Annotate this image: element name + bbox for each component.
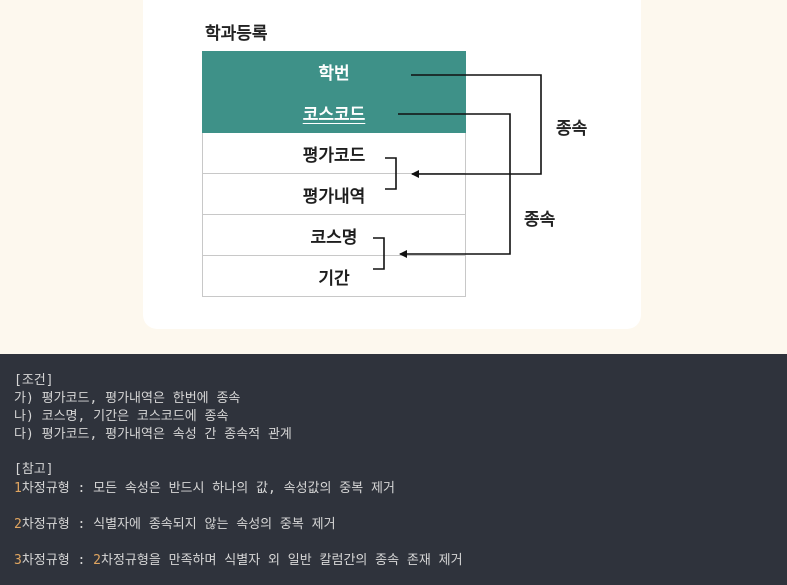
row-period: 기간 (202, 256, 466, 297)
dependency-arrows (373, 74, 542, 270)
row-label: 코스코드 (302, 104, 366, 125)
dependency-label-1: 종속 (556, 119, 588, 139)
reference-text: 차정규형 : (21, 553, 94, 568)
reference-number: 3 (14, 553, 22, 568)
reference-text: 차정규형 : 모든 속성은 반드시 하나의 값, 속성값의 중복 제거 (21, 481, 395, 496)
row-eval-code: 평가코드 (202, 133, 466, 174)
reference-text: 차정규형 : 식별자에 종속되지 않는 속성의 중복 제거 (21, 517, 336, 532)
condition-item: 다) 평가코드, 평가내역은 속성 간 종속적 관계 (14, 427, 292, 442)
reference-item: 1차정규형 : 모든 속성은 반드시 하나의 값, 속성값의 중복 제거 (14, 480, 395, 497)
row-course-code: 코스코드 (202, 92, 466, 133)
reference-number-inline: 2 (93, 553, 101, 568)
row-label: 기간 (318, 268, 350, 289)
reference-header: [참고] (14, 462, 54, 477)
reference-text-continued: 차정규형을 만족하며 식별자 외 일반 칼럼간의 종속 존재 제거 (100, 553, 463, 568)
row-label: 평가내역 (302, 186, 366, 207)
reference-item: 2차정규형 : 식별자에 종속되지 않는 속성의 중복 제거 (14, 516, 336, 533)
condition-item: 가) 평가코드, 평가내역은 한번에 종속 (14, 391, 241, 406)
condition-item: 나) 코스명, 기간은 코스코드에 종속 (14, 409, 229, 424)
row-course-name: 코스명 (202, 215, 466, 256)
reference-item: 3차정규형 : 2차정규형을 만족하며 식별자 외 일반 칼럼간의 종속 존재 … (14, 552, 463, 569)
bracket-eval (385, 157, 397, 190)
row-student-id: 학번 (202, 51, 466, 92)
row-label: 코스명 (310, 227, 358, 248)
notes-panel: [조건] 가) 평가코드, 평가내역은 한번에 종속 나) 코스명, 기간은 코… (0, 354, 787, 585)
row-label: 학번 (318, 63, 350, 84)
bracket-course (373, 237, 385, 270)
dependency-label-2: 종속 (524, 210, 556, 230)
conditions-header: [조건] (14, 373, 54, 388)
reference-number: 2 (14, 517, 22, 532)
arrow-from-course-code (398, 113, 511, 258)
reference-number: 1 (14, 481, 22, 496)
row-eval-detail: 평가내역 (202, 174, 466, 215)
relation-table: 학번 코스코드 평가코드 평가내역 코스명 기간 (202, 51, 466, 297)
row-label: 평가코드 (302, 145, 366, 166)
arrow-from-student-id (411, 74, 542, 178)
table-title: 학과등록 (205, 24, 268, 44)
